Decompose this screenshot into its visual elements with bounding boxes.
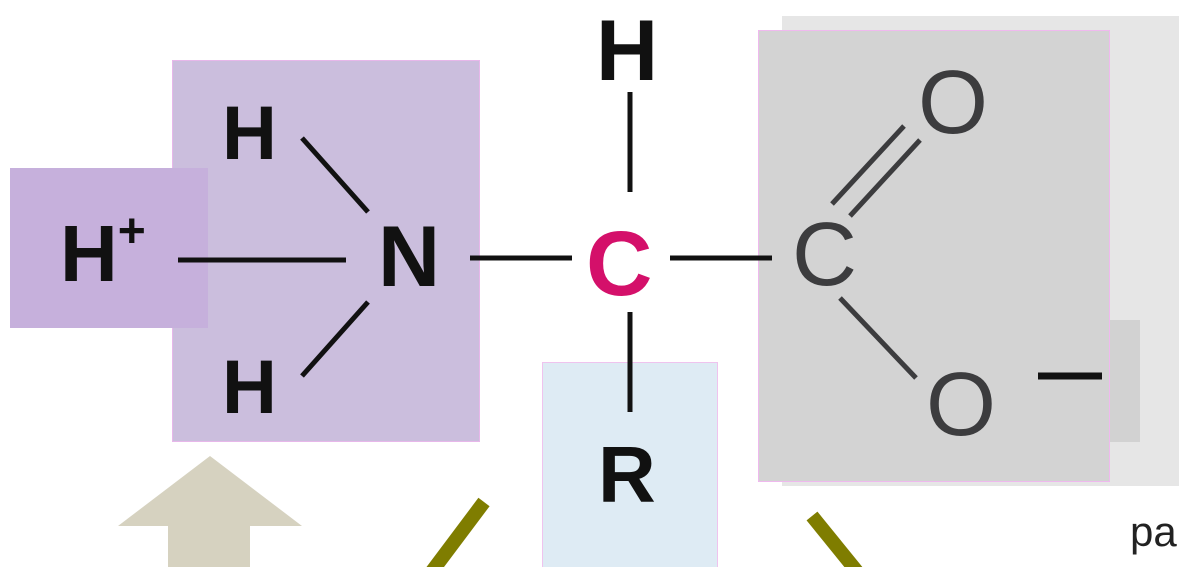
bond-c-o-single <box>838 296 918 380</box>
pointer-line-right <box>806 511 863 567</box>
atom-h-plus-base: H <box>60 209 118 298</box>
carboxyl-charge-tab <box>1108 320 1140 442</box>
partial-caption: pa <box>1130 508 1177 555</box>
atom-alpha-carbon: C <box>586 213 653 315</box>
atom-carboxyl-carbon: C <box>792 205 857 305</box>
atom-h-lower: H <box>222 345 277 430</box>
atom-h-top: H <box>596 3 659 99</box>
amino-group-box <box>172 60 480 442</box>
atom-h-upper: H <box>222 91 277 176</box>
bond-h-upper-n <box>300 136 370 214</box>
atom-nitrogen: N <box>378 209 441 305</box>
bond-c-o-double-2 <box>848 138 922 218</box>
atom-h-plus: H+ <box>60 208 146 294</box>
positive-charge-sign: + <box>117 205 146 258</box>
pointer-line-left <box>426 497 490 567</box>
atom-r-group: R <box>598 430 656 519</box>
bond-h-lower-n <box>300 300 370 378</box>
amino-proton-box <box>10 168 208 328</box>
carboxyl-group-box <box>758 30 1110 482</box>
bond-c-o-double-1 <box>830 124 906 206</box>
atom-oxygen-double: O <box>918 53 989 153</box>
atom-oxygen-single: O <box>926 355 997 455</box>
up-arrow-icon <box>118 456 302 567</box>
